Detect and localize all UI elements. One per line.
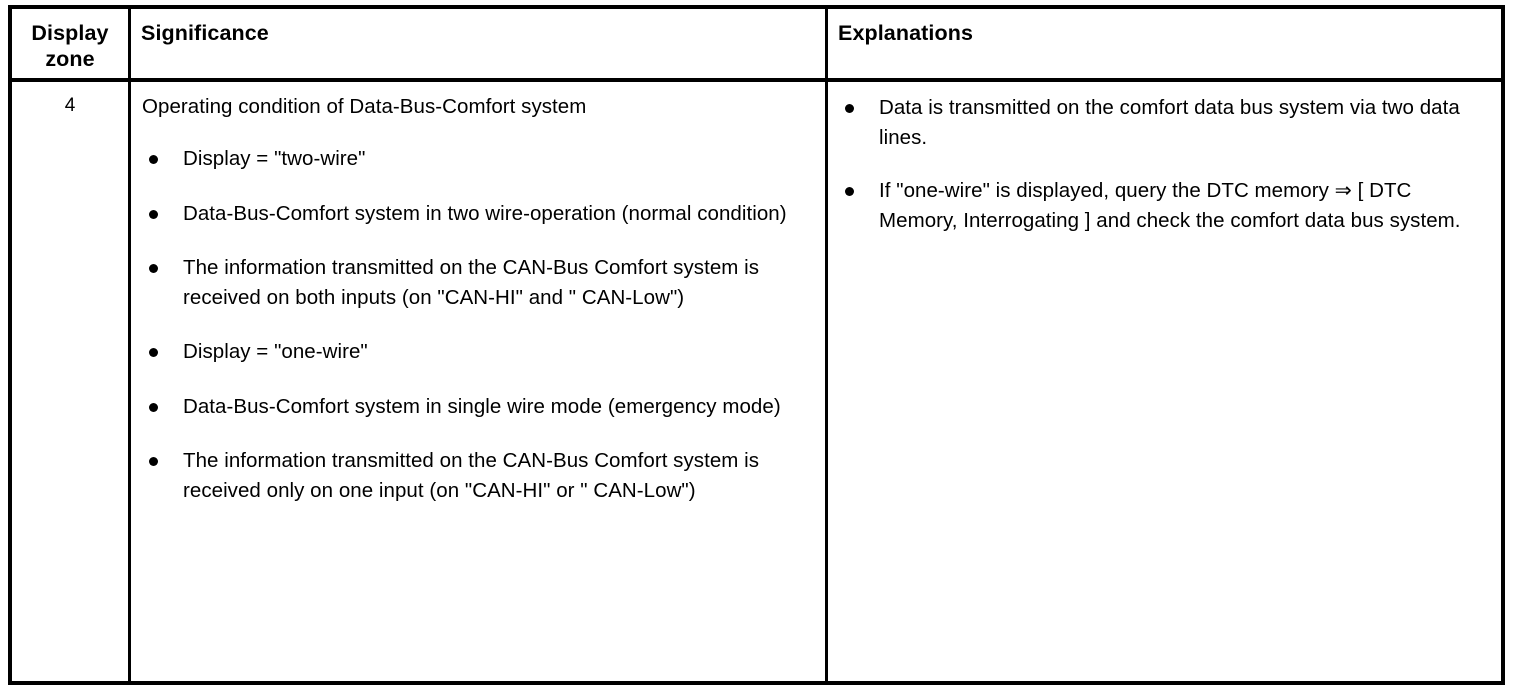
list-item-label: The information transmitted on the CAN-B… [183, 256, 760, 309]
bullet-dot-icon [149, 209, 158, 219]
list-item: Display = "two-wire" [141, 144, 801, 174]
significance-intro-text: Operating condition of Data-Bus-Comfort … [142, 95, 587, 118]
list-item-label: Data is transmitted on the comfort data … [879, 96, 1460, 149]
cell-display-zone: 4 [12, 82, 131, 681]
bullet-dot-icon [845, 187, 854, 196]
list-item: The information transmitted on the CAN-B… [141, 253, 801, 312]
bullet-dot-icon [149, 264, 158, 273]
list-item-label: Data-Bus-Comfort system in two wire-oper… [183, 201, 787, 225]
bullet-dot-icon [149, 348, 158, 357]
list-item: Data-Bus-Comfort system in single wire m… [141, 392, 801, 422]
specification-table: Display zone Significance Explanations 4… [8, 5, 1505, 685]
table-header-row: Display zone Significance Explanations [12, 9, 1501, 82]
header-cell-explanations: Explanations [828, 9, 1501, 78]
list-item: The information transmitted on the CAN-B… [141, 446, 801, 505]
list-item-label: Display = "one-wire" [183, 340, 368, 363]
significance-bullet-list: Display = "two-wire" Data-Bus-Comfort sy… [141, 144, 801, 505]
list-item-label: The information transmitted on the CAN-B… [183, 449, 760, 502]
list-item: Data-Bus-Comfort system in two wire-oper… [141, 199, 801, 229]
bullet-dot-icon [845, 104, 854, 113]
bullet-dot-icon [149, 155, 158, 164]
header-significance-label: Significance [141, 21, 269, 45]
list-item: If "one-wire" is displayed, query the DT… [838, 176, 1478, 235]
bullet-dot-icon [149, 457, 158, 466]
list-item: Data is transmitted on the comfort data … [838, 93, 1478, 152]
list-item-label: If "one-wire" is displayed, query the DT… [879, 179, 1461, 232]
display-zone-value: 4 [64, 95, 76, 116]
table-row: 4 Operating condition of Data-Bus-Comfor… [12, 82, 1501, 681]
list-item: Display = "one-wire" [141, 337, 801, 367]
header-cell-significance: Significance [131, 9, 828, 78]
explanations-bullet-list: Data is transmitted on the comfort data … [838, 93, 1478, 235]
header-display-zone-line2: zone [45, 47, 95, 71]
cell-significance: Operating condition of Data-Bus-Comfort … [131, 82, 828, 681]
header-cell-display-zone: Display zone [12, 9, 131, 78]
list-item-label: Display = "two-wire" [183, 147, 366, 170]
list-item-label: Data-Bus-Comfort system in single wire m… [183, 394, 781, 418]
cell-explanations: Data is transmitted on the comfort data … [828, 82, 1501, 681]
header-explanations-label: Explanations [838, 21, 974, 45]
bullet-dot-icon [149, 402, 158, 412]
header-display-zone-line1: Display [31, 21, 109, 45]
